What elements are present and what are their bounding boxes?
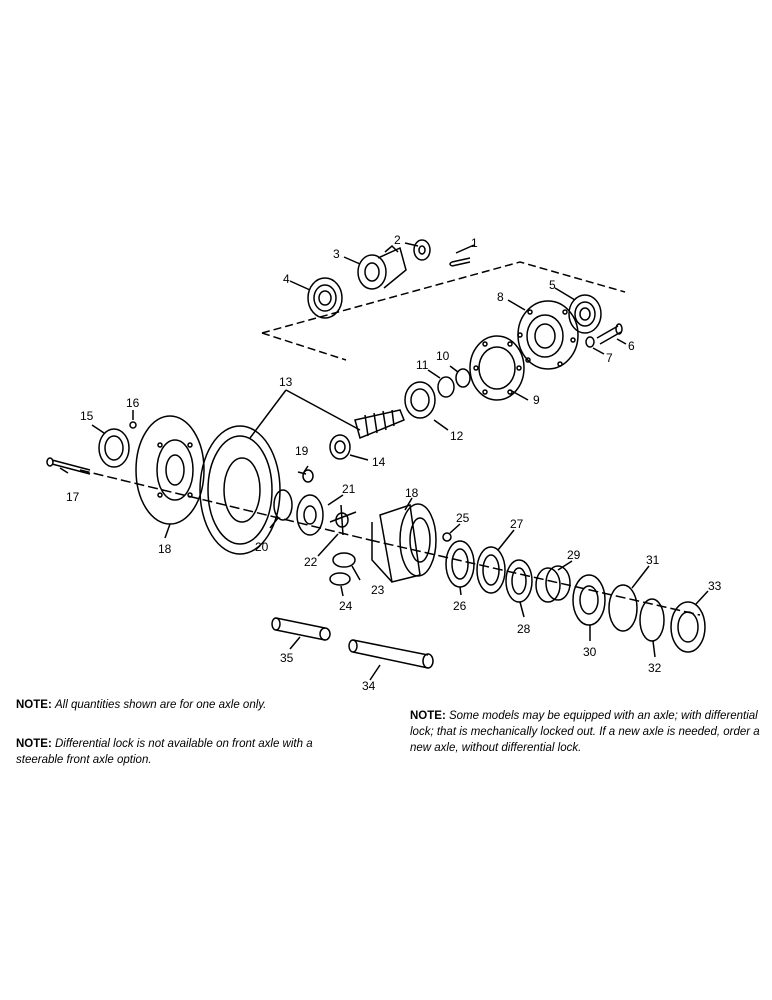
part-8-carrier-housing (517, 300, 579, 370)
part-6-bolt (596, 323, 623, 345)
label-30: 30 (583, 645, 597, 659)
part-29-sliding-collar (535, 565, 571, 603)
part-31-snap-ring (608, 584, 638, 632)
part-18-diff-case-left (135, 415, 205, 525)
note-label: NOTE: (16, 738, 52, 750)
label-6: 6 (628, 339, 635, 353)
label-22: 22 (304, 555, 318, 569)
label-11: 11 (416, 358, 429, 372)
part-24-washer (329, 572, 351, 586)
label-34: 34 (362, 679, 376, 693)
part-12-bearing (404, 381, 436, 419)
note-text: Some models may be equipped with an axle… (410, 710, 760, 754)
note-quantities: NOTE: All quantities shown are for one a… (16, 697, 356, 713)
label-18a: 18 (158, 542, 172, 556)
label-17: 17 (66, 490, 80, 504)
label-24: 24 (339, 599, 353, 613)
part-34-axle-shaft (348, 639, 434, 669)
part-7-washer (585, 336, 595, 348)
part-11-spacer (437, 376, 455, 398)
label-3: 3 (333, 247, 340, 261)
part-13-pinion-gear (354, 409, 405, 440)
part-25-pin (442, 532, 452, 542)
label-4: 4 (283, 272, 290, 286)
label-2: 2 (394, 233, 401, 247)
label-9: 9 (533, 393, 540, 407)
label-16: 16 (126, 396, 140, 410)
note-label: NOTE: (410, 710, 446, 722)
label-28: 28 (517, 622, 531, 636)
label-8: 8 (497, 290, 504, 304)
part-16-nut (129, 421, 137, 429)
note-differential-lock: NOTE: Differential lock is not available… (16, 736, 361, 768)
label-33: 33 (708, 579, 722, 593)
part-5-bearing (568, 294, 602, 334)
label-29: 29 (567, 548, 581, 562)
part-26-washer (445, 540, 475, 588)
part-23-pinion-gear (332, 552, 356, 568)
label-12: 12 (450, 429, 464, 443)
part-number-labels: 1 2 3 4 5 6 7 8 9 10 11 12 13 14 15 16 1… (66, 233, 722, 693)
part-1-cotter-pin (449, 257, 471, 267)
part-35-axle-shaft (271, 617, 331, 641)
note-label: NOTE: (16, 699, 52, 711)
part-20-thrust-washer (273, 489, 293, 521)
label-15: 15 (80, 409, 94, 423)
label-31: 31 (646, 553, 660, 567)
part-17-long-bolt (46, 457, 91, 475)
part-22-spider (329, 504, 357, 536)
part-30-clutch-gear (572, 574, 606, 626)
part-15-bearing (98, 428, 130, 468)
label-5: 5 (549, 278, 556, 292)
label-18b: 18 (405, 486, 419, 500)
label-26: 26 (453, 599, 467, 613)
part-32-ring (639, 598, 665, 642)
part-2-nut (413, 239, 431, 261)
label-7: 7 (606, 351, 613, 365)
exploded-axle-diagram: 1 2 3 4 5 6 7 8 9 10 11 12 13 14 15 16 1… (46, 233, 722, 693)
part-33-bearing (670, 601, 706, 653)
part-3-yoke (357, 244, 407, 290)
label-32: 32 (648, 661, 662, 675)
part-9-gasket (469, 335, 525, 401)
label-10: 10 (436, 349, 450, 363)
label-21: 21 (342, 482, 356, 496)
part-28-plate (505, 559, 533, 603)
part-13-ring-gear (199, 425, 281, 555)
part-19-screw (297, 469, 314, 483)
part-27-plate (476, 546, 506, 594)
note-mechanically-locked: NOTE: Some models may be equipped with a… (410, 708, 760, 756)
part-4-bearing (307, 277, 343, 319)
label-14: 14 (372, 455, 386, 469)
note-text: All quantities shown are for one axle on… (54, 699, 267, 711)
label-20: 20 (255, 540, 269, 554)
label-19: 19 (295, 444, 309, 458)
label-35: 35 (280, 651, 294, 665)
note-text: Differential lock is not available on fr… (16, 738, 313, 766)
part-14-bearing-cone (329, 434, 351, 460)
label-23: 23 (371, 583, 385, 597)
part-10-shim (455, 368, 471, 388)
label-13: 13 (279, 375, 293, 389)
label-25: 25 (456, 511, 470, 525)
label-1: 1 (471, 236, 478, 250)
label-27: 27 (510, 517, 524, 531)
part-18-diff-case-right (371, 503, 437, 583)
part-21-side-gear (296, 494, 324, 536)
